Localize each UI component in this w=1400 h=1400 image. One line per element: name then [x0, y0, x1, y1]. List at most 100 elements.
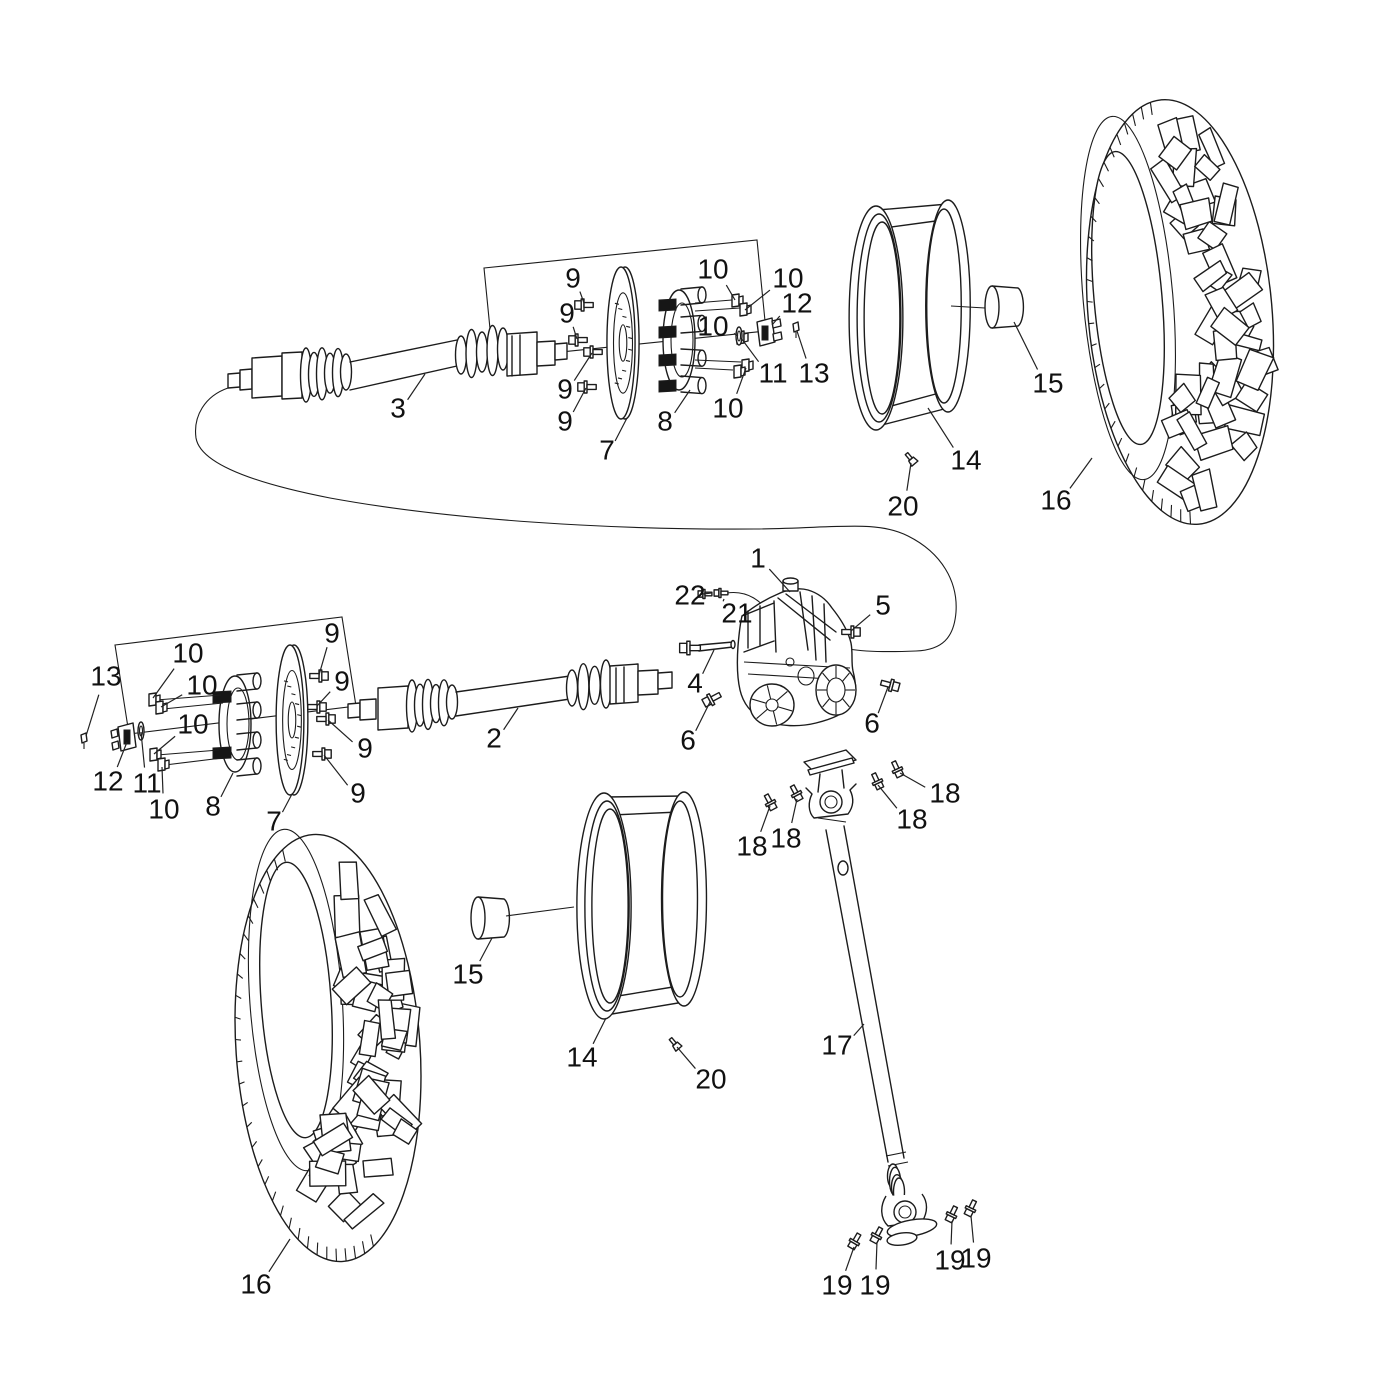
callout-label: 20	[695, 1063, 726, 1094]
leader-line	[928, 408, 953, 448]
callout-label: 18	[736, 830, 767, 861]
callout-label: 9	[557, 405, 573, 436]
callout-label: 10	[148, 793, 179, 824]
callout-label: 11	[132, 767, 161, 798]
callout-label: 13	[798, 357, 829, 388]
callout-label: 14	[566, 1041, 597, 1072]
leader-line	[734, 333, 738, 336]
cv-axles	[228, 326, 672, 733]
leader-line	[675, 390, 690, 413]
differential-assembly	[737, 578, 856, 726]
leader-line	[846, 1247, 854, 1271]
leader-line	[221, 773, 233, 797]
leader-line	[480, 938, 492, 961]
callout-label: 10	[712, 392, 743, 423]
callout-label: 19	[960, 1242, 991, 1273]
callout-label: 6	[864, 707, 880, 738]
callout-label: 9	[559, 297, 575, 328]
callout-label: 9	[565, 262, 581, 293]
leader-line	[282, 794, 292, 812]
leader-line	[745, 290, 770, 310]
leader-line	[317, 692, 330, 706]
wheel-hubs	[156, 287, 741, 776]
leader-line	[324, 755, 348, 785]
tires	[221, 92, 1290, 1268]
leader-line	[900, 773, 925, 787]
leader-line	[797, 331, 806, 359]
leader-line	[86, 695, 99, 736]
callout-label: 3	[390, 392, 406, 423]
leader-line	[726, 285, 735, 300]
leader-line	[162, 767, 163, 793]
callout-label: 16	[240, 1268, 271, 1299]
leader-line	[319, 647, 327, 675]
leader-line	[951, 1221, 952, 1244]
small-parts	[81, 294, 799, 771]
callout-label: 9	[557, 373, 573, 404]
leader-line	[328, 720, 353, 742]
leader-line	[677, 1047, 695, 1069]
callout-label: 10	[177, 708, 208, 739]
leader-line	[153, 669, 174, 698]
callout-label: 2	[486, 722, 502, 753]
callout-label: 22	[674, 579, 705, 610]
callout-label: 10	[186, 669, 217, 700]
callout-label: 9	[357, 732, 373, 763]
callout-label: 15	[452, 958, 483, 989]
leader-line	[573, 388, 586, 412]
hub-caps	[471, 286, 1023, 939]
callout-label: 9	[350, 777, 366, 808]
callout-label: 8	[205, 790, 221, 821]
leader-line	[141, 732, 145, 768]
leader-line	[761, 806, 770, 832]
callout-label: 1	[750, 542, 766, 573]
leader-line	[696, 702, 710, 731]
leader-line	[408, 374, 425, 400]
routing-curve	[196, 388, 957, 652]
leader-line	[703, 650, 714, 674]
leader-line	[615, 418, 627, 441]
leader-line	[854, 1024, 864, 1036]
propeller-shaft	[804, 750, 938, 1247]
leader-line	[269, 1239, 290, 1272]
callout-label: 10	[172, 637, 203, 668]
leader-line	[851, 615, 870, 631]
brake-discs	[276, 267, 639, 795]
leader-line	[878, 785, 897, 808]
leader-line	[737, 368, 746, 394]
callout-label: 12	[781, 287, 812, 318]
leader-line	[1070, 458, 1092, 488]
callout-label: 10	[772, 262, 803, 293]
callout-label: 10	[697, 253, 728, 284]
leader-line	[593, 1018, 606, 1044]
callout-label: 18	[770, 822, 801, 853]
callout-label: 19	[859, 1269, 890, 1300]
leader-line	[574, 353, 592, 381]
callout-label: 21	[721, 597, 752, 628]
callout-label: 19	[934, 1244, 965, 1275]
callout-label: 10	[697, 310, 728, 341]
callout-label: 8	[657, 405, 673, 436]
callout-label: 15	[1032, 367, 1063, 398]
callout-label: 19	[821, 1269, 852, 1300]
callout-label: 17	[821, 1029, 852, 1060]
leader-line	[1014, 322, 1038, 370]
leader-line	[792, 799, 797, 823]
leader-line	[154, 736, 175, 754]
callout-label: 18	[896, 803, 927, 834]
callout-label: 9	[334, 665, 350, 696]
leader-line	[878, 687, 888, 713]
callout-label: 6	[680, 724, 696, 755]
callout-label: 20	[887, 490, 918, 521]
leader-line	[741, 338, 759, 362]
callout-label: 9	[324, 617, 340, 648]
callout-label: 11	[758, 357, 787, 388]
callout-label: 13	[90, 660, 121, 691]
callout-label: 7	[599, 434, 615, 465]
callout-label: 12	[92, 765, 123, 796]
leader-line	[769, 569, 790, 592]
leader-line	[907, 463, 911, 491]
leader-line	[580, 292, 584, 303]
